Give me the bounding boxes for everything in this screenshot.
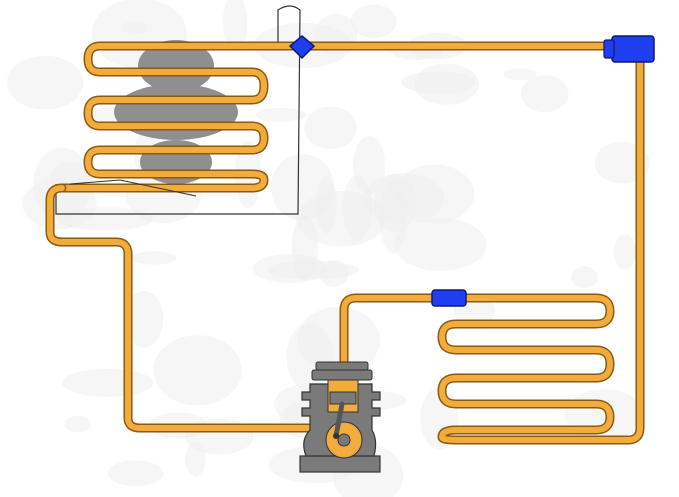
paper-blotch: [222, 0, 248, 52]
paper-blotch: [124, 290, 164, 348]
compressor: [299, 361, 381, 473]
filter: [431, 289, 467, 307]
paper-blotch: [520, 75, 569, 113]
paper-blotch: [613, 234, 637, 270]
paper-blotch: [304, 106, 357, 150]
discharge-line: [339, 55, 645, 445]
cabinet-outline: [55, 5, 301, 215]
paper-blotch: [503, 68, 537, 81]
paper-blotch: [394, 164, 475, 224]
evaporator-coil: [57, 41, 303, 193]
paper-blotch: [107, 460, 164, 487]
paper-blotch: [571, 266, 598, 289]
paper-blotch: [121, 21, 148, 35]
paper-blotch: [266, 261, 359, 280]
suction-line: [45, 183, 327, 433]
paper-texture: [6, 0, 650, 497]
paper-blotch: [6, 55, 84, 110]
paper-blotch: [401, 71, 476, 94]
expansion-valve: [288, 35, 316, 60]
paper-blotch: [153, 335, 242, 406]
paper-blotch: [296, 191, 387, 247]
paper-blotch: [255, 107, 307, 122]
paper-blotch: [131, 251, 177, 265]
paper-blotch: [297, 306, 380, 374]
paper-blotch: [350, 4, 397, 38]
evaporator-bracket: [69, 179, 197, 197]
paper-blotch: [64, 416, 92, 433]
paper-blotch: [394, 218, 487, 271]
receiver-drier: [603, 35, 655, 63]
paper-blotch: [61, 368, 154, 397]
